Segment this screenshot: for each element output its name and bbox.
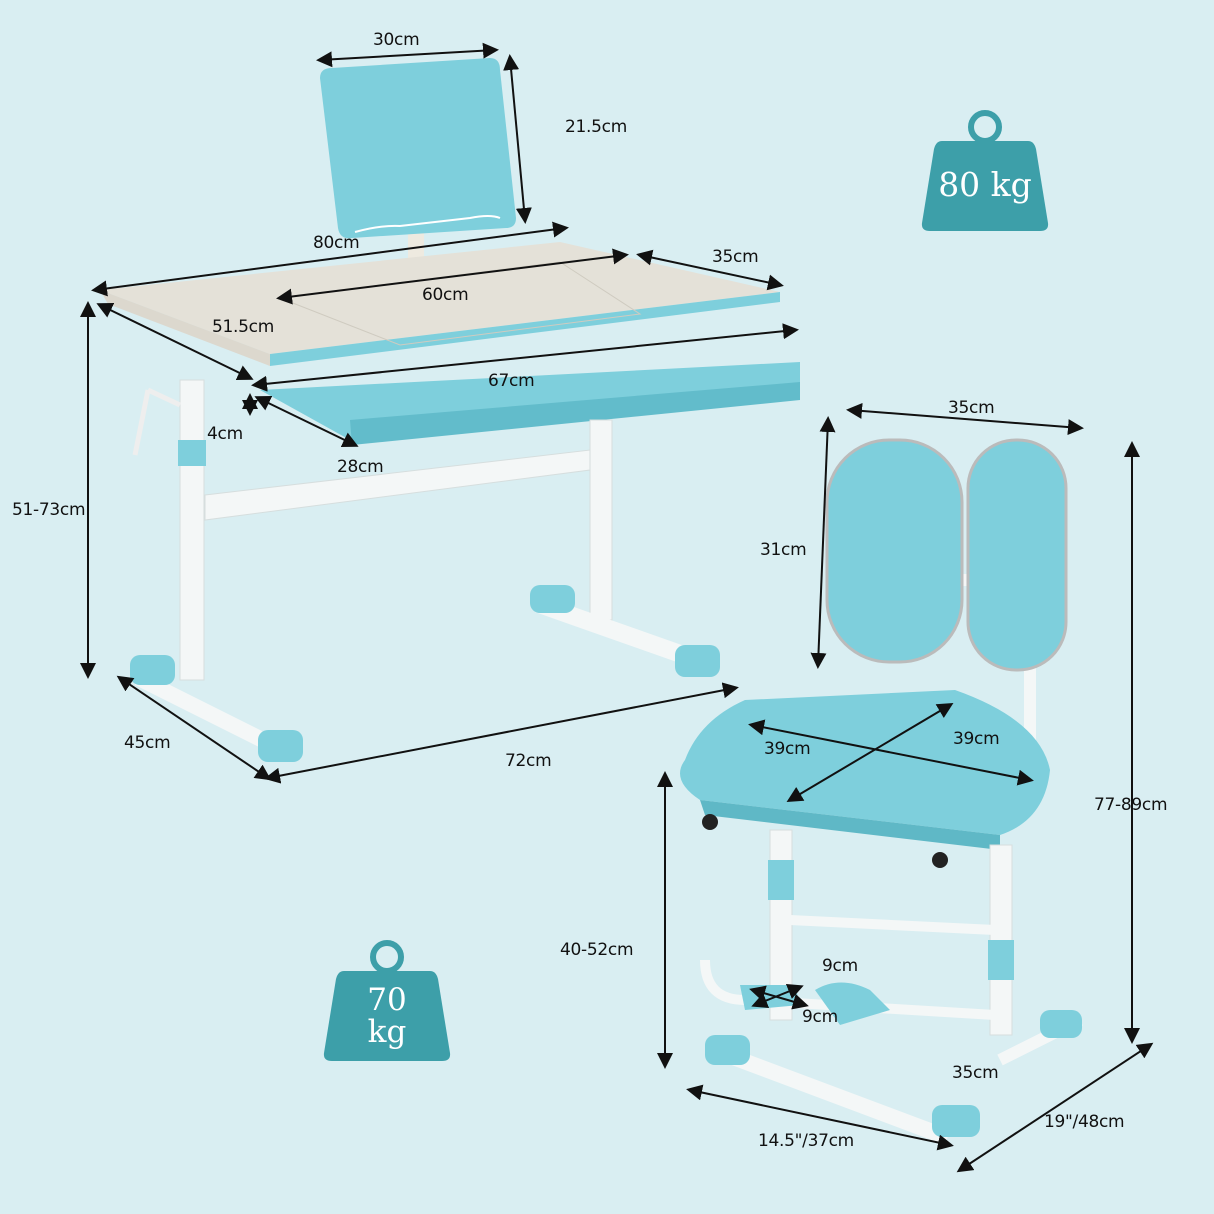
dim-stand-width: 30cm (373, 30, 420, 50)
dim-chair-height: 77-89cm (1094, 795, 1168, 815)
dim-footrest-width: 9cm (802, 1007, 838, 1027)
chair-weight-number: 70 (367, 982, 407, 1018)
dim-base-width: 72cm (505, 751, 552, 771)
chair-illustration (680, 438, 1083, 1145)
dim-base-depth: 45cm (124, 733, 171, 753)
weight-icon (323, 940, 451, 1061)
dim-drawer-width: 67cm (488, 371, 535, 391)
desk-illustration (100, 58, 800, 762)
dim-seat-depth: 39cm (764, 739, 811, 759)
dim-frame-width: 35cm (952, 1063, 999, 1083)
dim-footrest-depth: 9cm (822, 956, 858, 976)
dim-stand-height: 21.5cm (565, 117, 627, 137)
desk-weight-capacity: 80 kg (938, 165, 1032, 204)
chair-weight-unit: kg (367, 1014, 407, 1050)
weight-icon (921, 110, 1049, 231)
dim-chair-base-depth: 19"/48cm (1044, 1112, 1125, 1132)
dim-tilt-width: 60cm (422, 285, 469, 305)
dim-desk-depth: 35cm (712, 247, 759, 267)
dim-desk-width: 80cm (313, 233, 360, 253)
chair-weight-badge: 70 kg (322, 935, 452, 1065)
dim-drawer-depth: 28cm (337, 457, 384, 477)
dim-side-depth: 51.5cm (212, 317, 274, 337)
dim-backrest-width: 35cm (948, 398, 995, 418)
dim-backrest-height: 31cm (760, 540, 807, 560)
dim-drawer-height: 4cm (207, 424, 243, 444)
desk-weight-badge: 80 kg (920, 105, 1050, 235)
dim-seat-width: 39cm (953, 729, 1000, 749)
dim-seat-height: 40-52cm (560, 940, 634, 960)
dim-desk-height: 51-73cm (12, 500, 86, 520)
dimension-lines (80, 42, 1154, 1173)
dim-chair-base-width: 14.5"/37cm (758, 1131, 854, 1151)
